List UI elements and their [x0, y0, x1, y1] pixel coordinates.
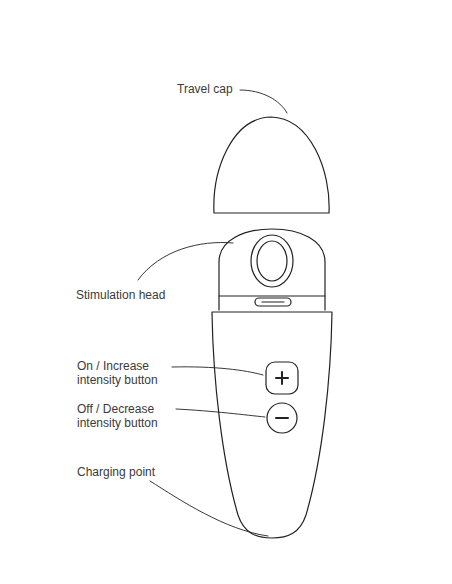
part-label: Off / Decrease intensity button: [77, 402, 177, 430]
travel-cap: [214, 117, 329, 213]
leader-line: [150, 481, 268, 536]
head-seam: [219, 295, 325, 296]
part-label: Charging point: [77, 465, 197, 479]
head-slot: [255, 298, 291, 306]
part-label: Travel cap: [177, 82, 247, 96]
minus-symbol: [276, 417, 288, 419]
device-body: [212, 312, 332, 538]
stimulation-opening-inner: [257, 241, 287, 281]
leader-line: [240, 90, 287, 113]
stimulation-opening: [251, 235, 293, 287]
plus-button: [266, 362, 298, 394]
head-slot-line: [262, 301, 284, 302]
leader-line: [176, 409, 265, 417]
plus-symbol: [281, 372, 283, 384]
minus-button: [267, 403, 297, 433]
leader-line: [138, 242, 233, 280]
leader-line: [172, 367, 263, 375]
part-label: On / Increase intensity button: [77, 359, 177, 387]
part-label: Stimulation head: [76, 288, 196, 302]
stimulation-head: [219, 229, 325, 310]
